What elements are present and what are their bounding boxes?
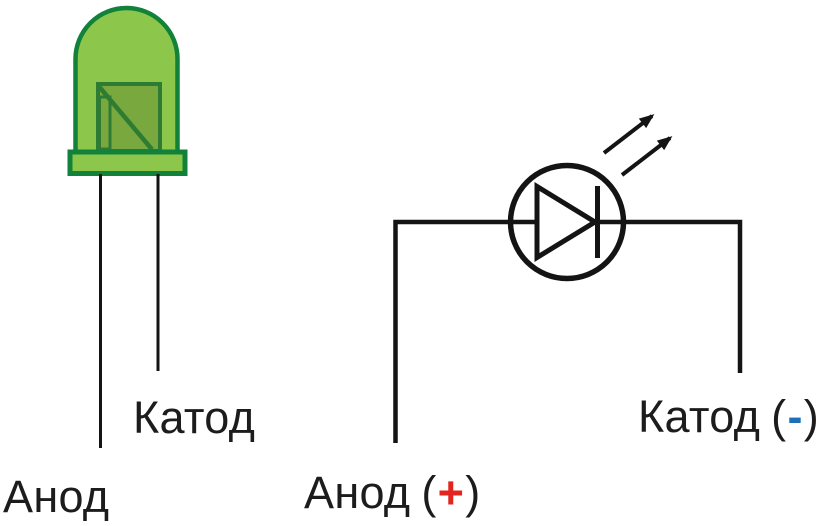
light-emission-arrows bbox=[602, 114, 673, 177]
light-arrow-icon bbox=[602, 114, 655, 155]
led-flange bbox=[67, 149, 188, 176]
paren-open: ( bbox=[771, 391, 787, 442]
led-die-post bbox=[98, 95, 112, 151]
light-arrow-icon bbox=[620, 136, 673, 177]
minus-sign: - bbox=[787, 391, 803, 442]
led-illustration bbox=[67, 5, 188, 448]
label-anode-left: Анод bbox=[3, 474, 109, 519]
anode-text: Анод bbox=[304, 467, 411, 518]
plus-sign: + bbox=[437, 467, 465, 518]
label-cathode-left: Катод bbox=[133, 395, 255, 440]
anode-text: Анод bbox=[3, 471, 110, 522]
led-schematic bbox=[393, 114, 743, 443]
paren-open: ( bbox=[421, 467, 437, 518]
cathode-text: Катод bbox=[133, 392, 256, 443]
led-die bbox=[96, 82, 162, 153]
label-cathode-right: Катод(-) bbox=[638, 394, 819, 439]
cathode-text: Катод bbox=[638, 391, 761, 442]
led-die-cup bbox=[96, 82, 162, 153]
paren-close: ) bbox=[803, 391, 820, 442]
paren-close: ) bbox=[465, 467, 481, 518]
led-symbol-circle bbox=[507, 162, 627, 282]
diode-triangle bbox=[534, 182, 600, 262]
label-anode-right: Анод(+) bbox=[304, 470, 481, 515]
